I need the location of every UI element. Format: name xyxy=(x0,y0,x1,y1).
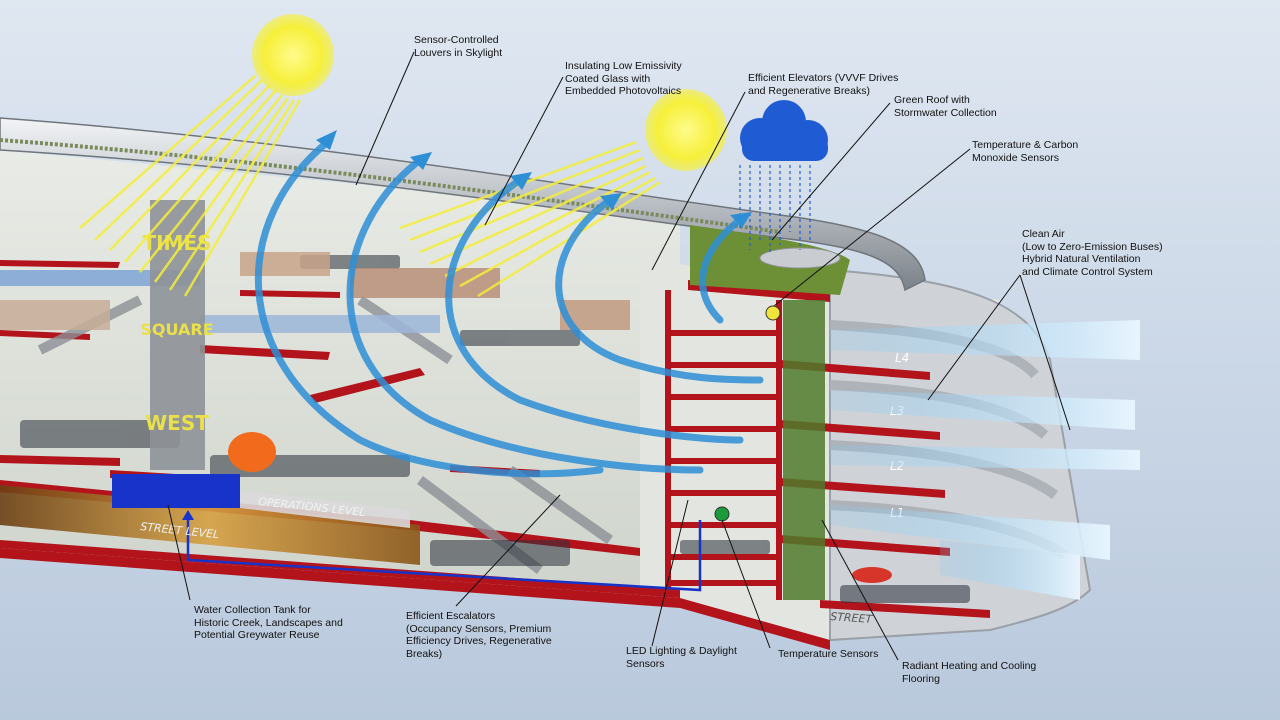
sign-word-2: SQUARE xyxy=(140,320,213,339)
airflow-arrows xyxy=(254,136,764,478)
street-text: STREET xyxy=(830,610,874,626)
red-sculpture xyxy=(852,567,892,583)
sign-word-3: WEST xyxy=(145,411,209,435)
callout-louvers-line-1: Sensor-Controlled xyxy=(414,34,499,46)
callout-green-roof-line-1: Green Roof with xyxy=(894,94,970,106)
times-square-column xyxy=(150,200,205,470)
callout-temp-sensors-line-1: Temperature Sensors xyxy=(778,648,879,660)
callout-escalators-line-3: Efficiency Drives, Regenerative xyxy=(406,635,552,647)
street-level-shops xyxy=(0,485,420,565)
cloud-icon xyxy=(740,100,828,161)
callout-led-line-2: Sensors xyxy=(626,657,665,670)
callout-glass: Insulating Low Emissivity Coated Glass w… xyxy=(565,60,682,98)
callout-co-sensors-line-1: Temperature & Carbon xyxy=(972,139,1079,151)
callout-escalators-line-2: (Occupancy Sensors, Premium xyxy=(406,622,552,635)
digital-banners xyxy=(0,252,630,333)
sun-left xyxy=(252,14,334,96)
callout-led: LED Lighting & Daylight Sensors xyxy=(626,645,737,670)
callout-co-sensors: Temperature & Carbon Monoxide Sensors xyxy=(972,139,1078,164)
callout-elevators: Efficient Elevators (VVVF Drives and Reg… xyxy=(748,72,898,97)
light-rays xyxy=(79,75,661,298)
water-pipe-arrow xyxy=(182,510,194,520)
callout-glass-line-3: Embedded Photovoltaics xyxy=(565,85,682,97)
callout-co-sensors-line-2: Monoxide Sensors xyxy=(972,151,1059,164)
level-l4: L4 xyxy=(895,351,909,365)
temperature-co-sensor xyxy=(765,305,781,321)
callout-clean-air: Clean Air (Low to Zero-Emission Buses) H… xyxy=(1022,228,1163,278)
callout-escalators: Efficient Escalators (Occupancy Sensors,… xyxy=(406,610,552,660)
temperature-sensor xyxy=(714,506,730,522)
callout-leader-lines xyxy=(167,51,1071,661)
tower-floors xyxy=(665,290,782,600)
callout-clean-air-line-3: Hybrid Natural Ventilation xyxy=(1022,253,1141,265)
sun-and-light xyxy=(79,14,727,298)
rain-cloud xyxy=(739,100,828,255)
callout-louvers-line-2: Louvers in Skylight xyxy=(414,46,503,59)
callout-water-tank-line-3: Potential Greywater Reuse xyxy=(194,629,320,641)
callout-green-roof: Green Roof with Stormwater Collection xyxy=(894,94,997,119)
callout-radiant: Radiant Heating and Cooling Flooring xyxy=(902,660,1036,685)
green-wall xyxy=(783,300,825,600)
callout-glass-line-2: Coated Glass with xyxy=(565,72,651,85)
water-pipe xyxy=(186,515,702,592)
callout-escalators-line-1: Efficient Escalators xyxy=(406,610,496,622)
callout-clean-air-line-2: (Low to Zero-Emission Buses) xyxy=(1022,240,1163,253)
callout-radiant-line-2: Flooring xyxy=(902,672,940,685)
callout-water-tank-line-2: Historic Creek, Landscapes and xyxy=(194,616,343,629)
callout-elevators-line-2: and Regenerative Breaks) xyxy=(748,84,870,97)
callout-temp-sensors: Temperature Sensors xyxy=(778,648,878,661)
callout-green-roof-line-2: Stormwater Collection xyxy=(894,106,997,119)
callout-louvers: Sensor-Controlled Louvers in Skylight xyxy=(414,34,502,59)
callout-radiant-line-1: Radiant Heating and Cooling xyxy=(902,660,1037,672)
airflow-arrowheads xyxy=(316,130,752,228)
skylight-glazing xyxy=(0,138,781,234)
callout-clean-air-line-4: and Climate Control System xyxy=(1022,265,1153,278)
callout-water-tank-line-1: Water Collection Tank for xyxy=(194,604,311,616)
clean-air-streams xyxy=(830,320,1140,600)
callout-led-line-1: LED Lighting & Daylight xyxy=(626,645,737,657)
callout-glass-line-1: Insulating Low Emissivity xyxy=(565,60,682,72)
callout-escalators-line-4: Breaks) xyxy=(406,647,443,660)
callout-water-tank: Water Collection Tank for Historic Creek… xyxy=(194,604,343,642)
callout-clean-air-line-1: Clean Air xyxy=(1022,228,1065,240)
sun-right xyxy=(645,89,727,171)
orange-sculpture xyxy=(228,432,276,472)
roof-vent xyxy=(759,247,841,269)
water-collection-tank xyxy=(112,474,240,508)
building-body: TIMES SQUARE WEST OPERATIONS LEVEL STREE… xyxy=(0,117,1092,650)
crowd-texture xyxy=(20,255,970,603)
operations-level-band xyxy=(240,490,410,528)
callout-elevators-line-1: Efficient Elevators (VVVF Drives xyxy=(748,72,899,84)
